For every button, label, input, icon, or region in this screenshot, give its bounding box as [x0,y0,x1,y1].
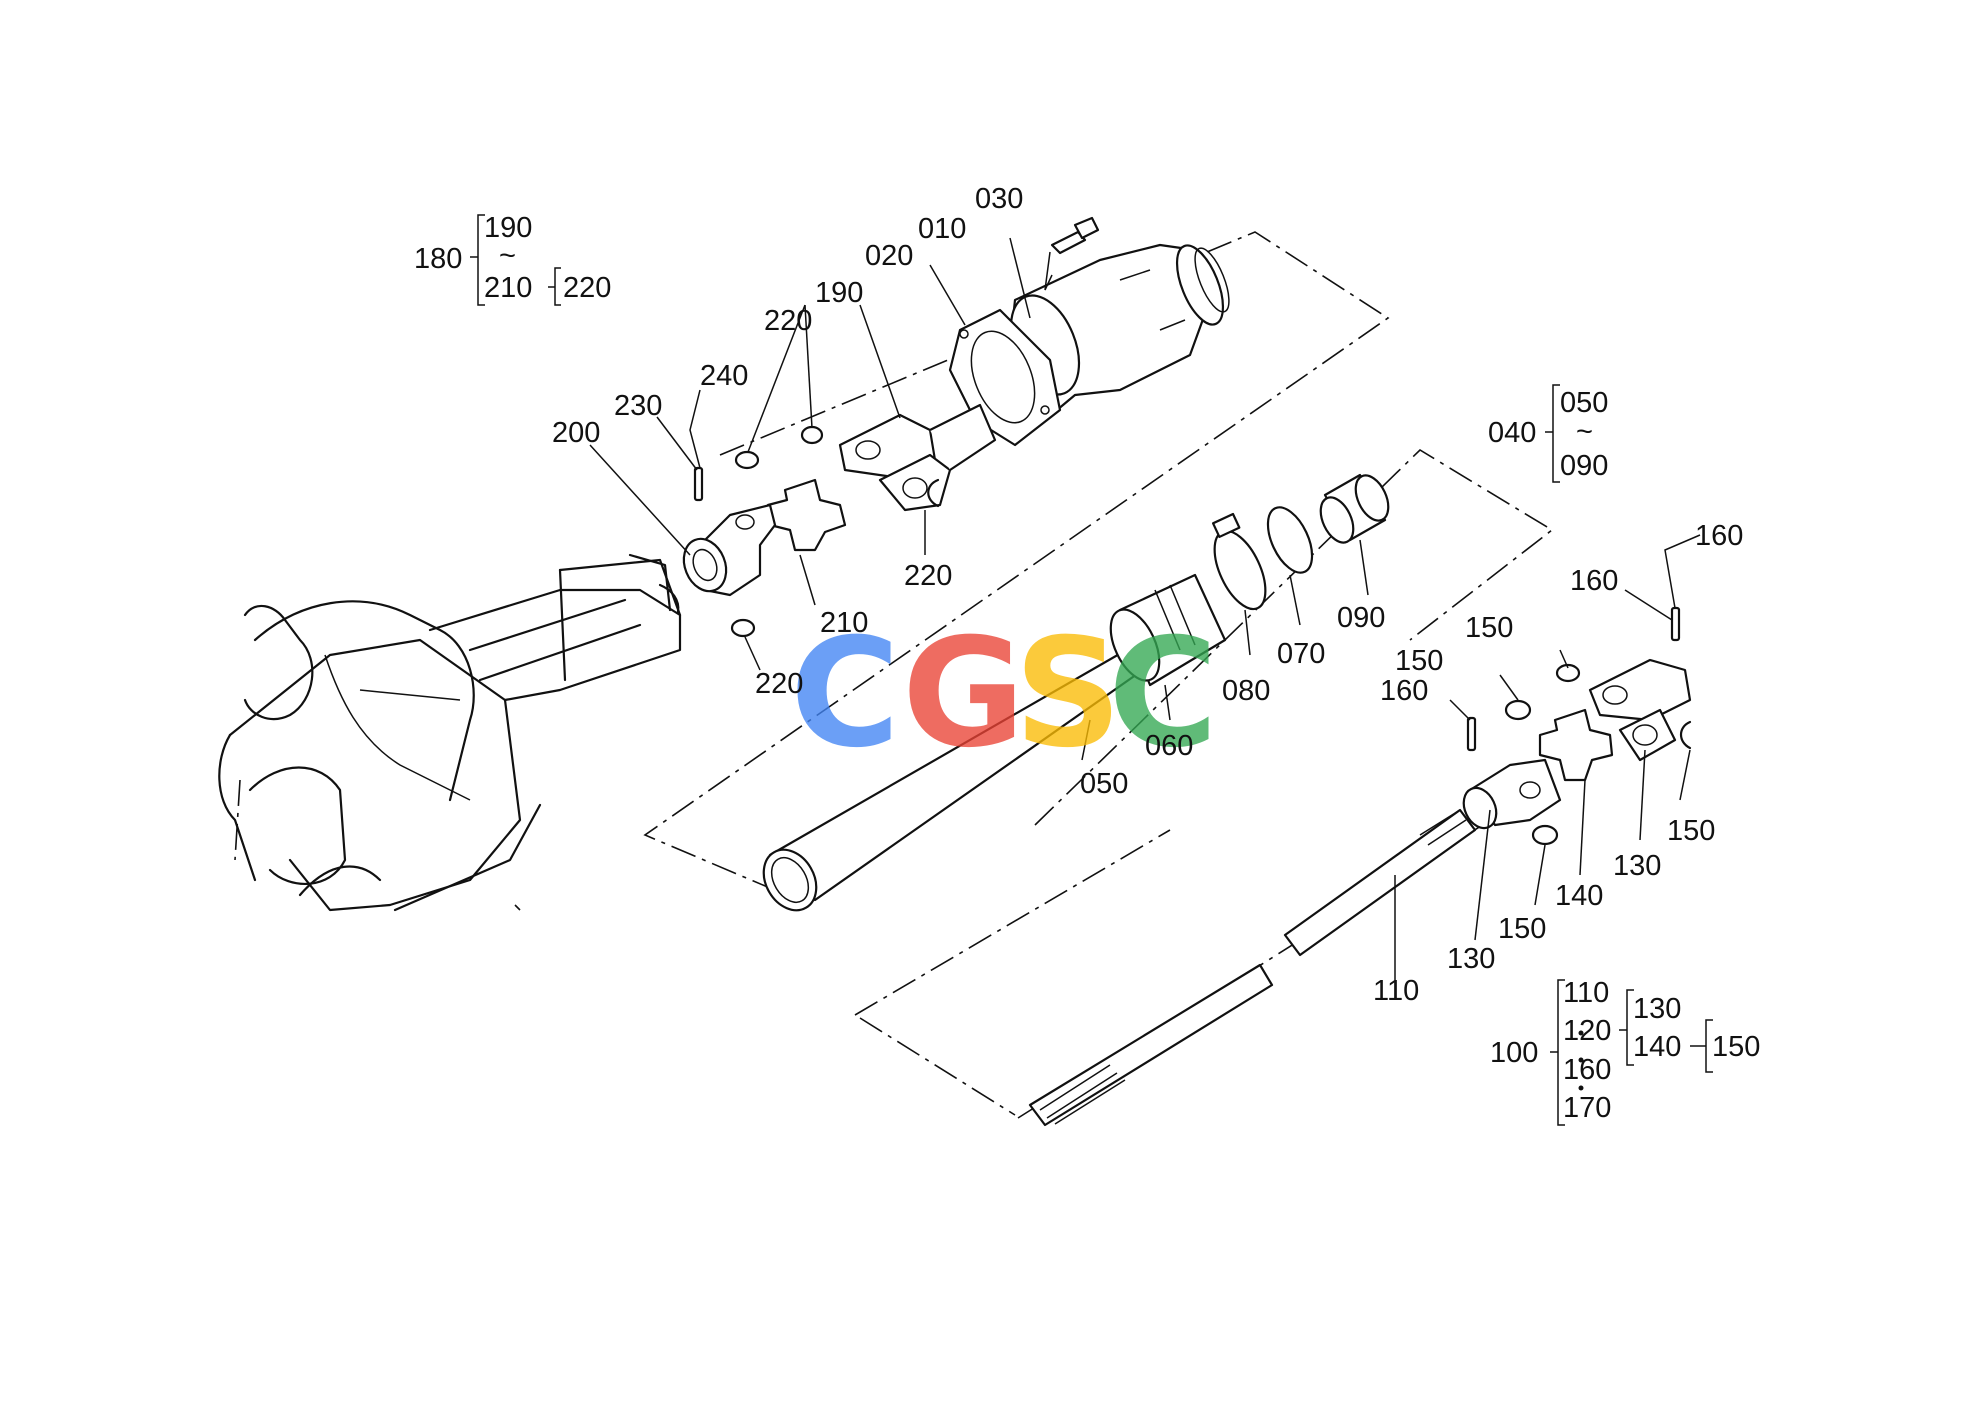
callout-010: 010 [918,213,966,245]
callout-170: 160 [1695,520,1743,552]
pin-230 [693,466,704,502]
yoke-130-lower [1462,758,1562,830]
clamp-080 [1211,512,1267,611]
callout-090: 090 [1337,602,1385,634]
watermark-letter-g: G [902,607,1025,781]
group-180-range: ~ [499,240,516,272]
callout-220-right: 220 [904,560,952,592]
callout-050: 050 [1080,768,1128,800]
callout-150-left: 150 [1395,645,1443,677]
callout-240: 240 [700,360,748,392]
bolt-030 [1050,216,1100,255]
assembly-group-040: 040 050 ~ 090 [1488,387,1608,482]
watermark-letter-c1: C [790,607,900,781]
shaft-110 [1028,808,1477,1127]
callout-070: 070 [1277,638,1325,670]
group-180-parent: 180 [414,243,462,275]
callout-150-right: 150 [1667,815,1715,847]
group-180-lower: 210 [484,272,532,304]
callout-140: 140 [1555,880,1603,912]
callout-130-left: 130 [1447,943,1495,975]
callout-160-lower: 160 [1380,675,1428,707]
yoke-200 [682,503,777,597]
gearbox-housing [218,553,682,912]
callout-labels: 030 010 020 190 220 240 230 200 220 210 … [552,183,1743,1007]
watermark-letter-s: S [1014,607,1122,781]
group-180-upper: 190 [484,212,532,244]
snap-rings-150 [1504,663,1692,846]
group-040-parent: 040 [1488,417,1536,449]
callout-150-top: 150 [1465,612,1513,644]
group-100-item-160: 160 [1563,1054,1611,1086]
callout-220-top: 220 [764,305,812,337]
cross-140 [1538,708,1614,782]
group-100-item-170: 170 [1563,1092,1611,1124]
boot-060 [1109,573,1227,687]
callout-150-bottom: 150 [1498,913,1546,945]
callout-130-right: 130 [1613,850,1661,882]
bushing-090 [1319,473,1390,544]
callout-210: 210 [820,607,868,639]
callout-080: 080 [1222,675,1270,707]
group-100-item-110: 110 [1563,977,1609,1009]
pins-160 [1466,606,1681,752]
group-100-sub-130: 130 [1633,993,1681,1025]
callout-110: 110 [1373,975,1419,1007]
group-100-item-120: 120 [1563,1015,1611,1047]
callout-060: 060 [1145,730,1193,762]
group-100-sub-140: 140 [1633,1031,1681,1063]
assembly-group-180: 180 190 ~ 210 220 [414,212,611,304]
leader-lines [589,237,1701,1000]
group-100-subsub-150: 150 [1712,1031,1760,1063]
group-100-parent: 100 [1490,1037,1538,1069]
group-180-sub: 220 [563,272,611,304]
clip-070 [1266,506,1314,574]
callout-220-bottom: 220 [755,668,803,700]
group-040-lower: 090 [1560,450,1608,482]
callout-030: 030 [975,183,1023,215]
group-040-range: ~ [1576,416,1593,448]
group-brackets [470,214,1713,1126]
cross-210 [766,478,847,552]
watermark-letter-c2: C [1108,607,1218,781]
group-040-upper: 050 [1560,387,1608,419]
callout-160-upper: 160 [1570,565,1618,597]
assembly-group-100: 100 110 120 160 170 130 140 150 [1490,977,1760,1124]
cgsc-watermark: C G S C [790,607,1218,781]
yoke-190 [838,403,997,512]
callout-190: 190 [815,277,863,309]
callout-020: 020 [865,240,913,272]
snap-rings-220 [730,425,940,638]
callout-200: 200 [552,417,600,449]
callout-230: 230 [614,390,662,422]
yoke-130-upper [1588,658,1692,762]
